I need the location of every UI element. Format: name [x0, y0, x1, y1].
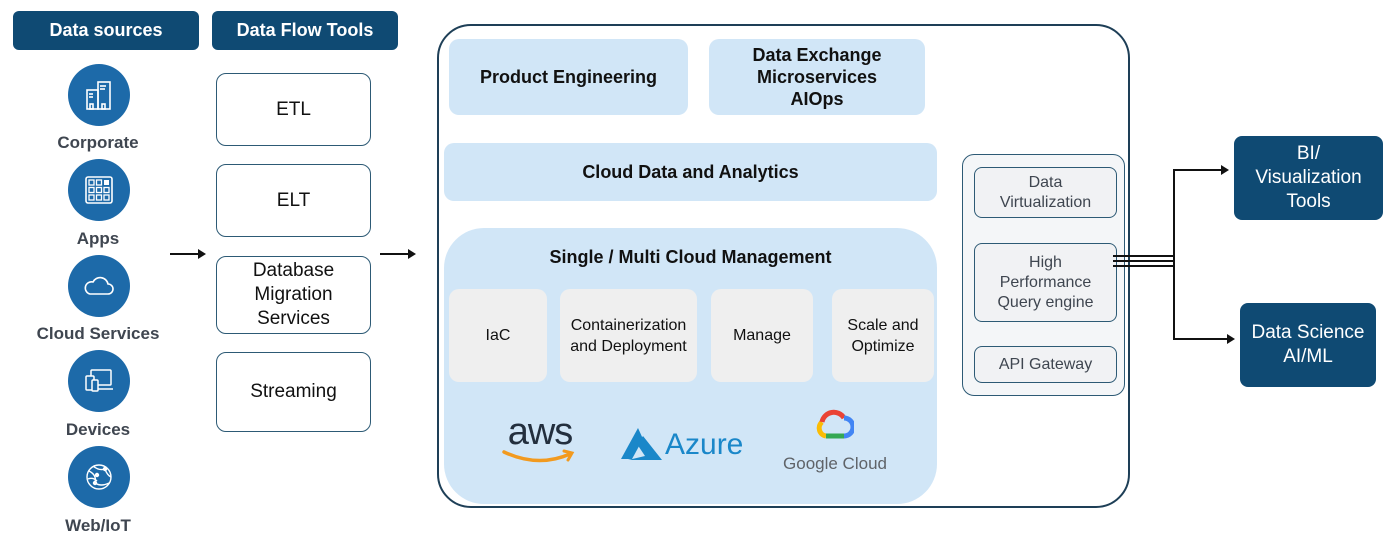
aws-logo: aws [500, 412, 580, 470]
mgmt-card-scale-optimize: Scale and Optimize [832, 289, 934, 382]
source-apps-circle [68, 159, 130, 221]
connector-line [1113, 260, 1174, 262]
arrow-flow-to-platform [380, 249, 416, 259]
api-gateway-box: API Gateway [974, 346, 1117, 383]
product-engineering-block: Product Engineering [449, 39, 688, 115]
flow-tool-elt: ELT [216, 164, 371, 237]
mgmt-card-label: Scale and Optimize [847, 316, 919, 355]
connector-trunk [1173, 169, 1175, 339]
source-label-devices: Devices [65, 420, 131, 439]
header-data-flow-tools: Data Flow Tools [212, 11, 398, 50]
flow-tool-etl: ETL [216, 73, 371, 146]
source-label-web-iot: Web/IoT [65, 516, 131, 535]
mgmt-card-label: Containerization and Deployment [570, 316, 687, 355]
building-icon [86, 81, 111, 110]
azure-logo: Azure [619, 426, 744, 462]
mgmt-card-iac: IaC [449, 289, 547, 382]
flow-tool-label: ETL [276, 98, 311, 120]
source-corporate-circle [68, 64, 130, 126]
app-grid-icon [85, 176, 113, 204]
azure-logo-icon [621, 428, 662, 460]
azure-wordmark: Azure [665, 428, 744, 461]
connector-line [1113, 265, 1174, 267]
globe-network-icon [86, 464, 112, 490]
data-exchange-line: Data Exchange [752, 45, 882, 65]
output-label: BI/ Visualization Tools [1255, 143, 1362, 212]
data-virtualization-box: Data Virtualization [974, 167, 1117, 218]
data-exchange-block: Data Exchange Microservices AIOps [709, 39, 925, 115]
flow-tool-label: Database Migration Services [252, 260, 335, 329]
source-label-cloud-services: Cloud Services [36, 324, 160, 343]
data-science-aiml: Data Science AI/ML [1240, 303, 1376, 387]
arrow-sources-to-flow [170, 249, 206, 259]
arrow-to-data-science [1173, 335, 1235, 343]
bi-visualization-tools: BI/ Visualization Tools [1234, 136, 1383, 220]
cloud-icon [84, 276, 114, 295]
microservices-line: Microservices [756, 67, 878, 87]
output-label: Data Science AI/ML [1251, 322, 1365, 367]
google-cloud-logo-icon [816, 409, 854, 439]
connector-line [1113, 255, 1174, 257]
source-devices-circle [68, 350, 130, 412]
flow-tool-label: ELT [276, 189, 311, 211]
access-label: High Performance Query engine [997, 253, 1094, 311]
aiops-line: AIOps [790, 89, 844, 109]
query-engine-box: High Performance Query engine [974, 243, 1117, 322]
aws-logo-icon: aws [507, 411, 574, 453]
devices-icon [85, 369, 113, 392]
cloud-data-analytics-block: Cloud Data and Analytics [444, 143, 937, 201]
mgmt-card-label: IaC [485, 327, 511, 344]
access-label: API Gateway [998, 355, 1093, 373]
cloud-management-title: Single / Multi Cloud Management [549, 247, 832, 267]
source-cloud-circle [68, 255, 130, 317]
google-cloud-wordmark: Google Cloud [783, 454, 887, 473]
access-label: Data Virtualization [999, 173, 1092, 211]
source-label-apps: Apps [76, 229, 120, 248]
google-cloud-logo: Google Cloud [780, 408, 890, 476]
mgmt-card-label: Manage [733, 327, 791, 344]
mgmt-card-manage: Manage [711, 289, 813, 382]
flow-tool-streaming: Streaming [216, 352, 371, 432]
flow-tool-database-migration: Database Migration Services [216, 256, 371, 334]
arrow-to-bi [1173, 166, 1229, 174]
aws-smile-icon [502, 449, 575, 463]
product-engineering-label: Product Engineering [479, 67, 657, 87]
source-label-corporate: Corporate [57, 133, 139, 152]
source-webiot-circle [68, 446, 130, 508]
header-data-sources: Data sources [13, 11, 199, 50]
cloud-data-analytics-label: Cloud Data and Analytics [582, 162, 799, 182]
flow-tool-label: Streaming [250, 381, 337, 402]
mgmt-card-containerization: Containerization and Deployment [560, 289, 697, 382]
